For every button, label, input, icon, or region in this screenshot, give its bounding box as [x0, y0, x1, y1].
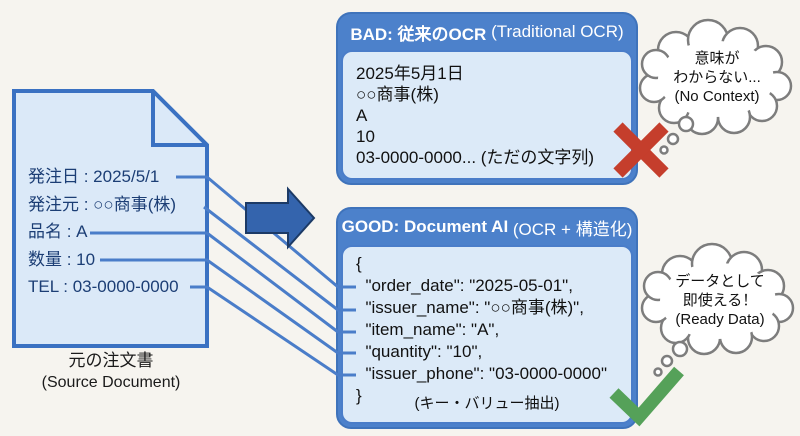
- good-title-suffix: (OCR + 構造化): [508, 219, 633, 239]
- source-document-caption: 元の注文書 (Source Document): [10, 349, 212, 394]
- bubble-good-text: データとして 即使える！ (Ready Data): [650, 272, 790, 329]
- good-panel-body: { "order_date": "2025-05-01", "issuer_na…: [341, 245, 633, 424]
- field-issuer: 発注元 : ○○商事(株): [28, 194, 177, 214]
- bad-panel-body: 2025年5月1日 ○○商事(株) A 10 03-0000-0000... (…: [341, 50, 633, 180]
- source-document-fields: 発注日 : 2025/5/1 発注元 : ○○商事(株) 品名 : A 数量 :…: [28, 163, 179, 301]
- bad-ocr-panel: BAD: 従来のOCR (Traditional OCR) 2025年5月1日 …: [336, 12, 638, 185]
- json-line: "issuer_phone": "03-0000-0000": [356, 364, 607, 383]
- json-line: }: [356, 386, 362, 405]
- json-line: "issuer_name": "○○商事(株)",: [356, 298, 584, 317]
- ocr-line: 03-0000-0000... (ただの文字列): [356, 148, 595, 167]
- transform-arrow-icon: [245, 186, 316, 250]
- bubble-line: 意味が: [694, 50, 740, 67]
- bad-title-suffix: (Traditional OCR): [486, 22, 624, 41]
- field-order-date: 発注日 : 2025/5/1: [28, 167, 160, 186]
- key-value-caption: (キー・バリュー抽出): [414, 395, 560, 412]
- json-line: "item_name": "A",: [356, 320, 500, 339]
- ocr-line: 10: [356, 127, 375, 146]
- bad-panel-title: BAD: 従来のOCR (Traditional OCR): [338, 14, 636, 50]
- good-title-main: GOOD: Document AI: [341, 217, 509, 236]
- json-line: "order_date": "2025-05-01",: [356, 276, 573, 295]
- field-quantity: 数量 : 10: [28, 249, 96, 269]
- good-documentai-panel: GOOD: Document AI (OCR + 構造化) { "order_d…: [336, 207, 638, 429]
- bubble-line: (No Context): [674, 88, 760, 105]
- bubble-line: (Ready Data): [675, 311, 765, 328]
- field-item: 品名 : A: [28, 222, 88, 241]
- ocr-line: ○○商事(株): [356, 85, 439, 104]
- json-line: "quantity": "10",: [356, 342, 483, 361]
- bubble-line: 即使える！: [682, 292, 758, 309]
- caption-en: (Source Document): [41, 374, 181, 391]
- ocr-line: 2025年5月1日: [356, 64, 464, 83]
- caption-jp: 元の注文書: [68, 351, 154, 370]
- bubble-line: わからない...: [673, 69, 761, 86]
- good-panel-title: GOOD: Document AI (OCR + 構造化): [338, 209, 636, 245]
- bad-title-main: BAD: 従来のOCR: [350, 24, 487, 44]
- field-tel: TEL : 03-0000-0000: [28, 277, 179, 296]
- bubble-bad-text: 意味が わからない... (No Context): [647, 49, 787, 106]
- ocr-line: A: [356, 106, 368, 125]
- bubble-line: データとして: [675, 273, 765, 290]
- json-line: {: [356, 254, 362, 273]
